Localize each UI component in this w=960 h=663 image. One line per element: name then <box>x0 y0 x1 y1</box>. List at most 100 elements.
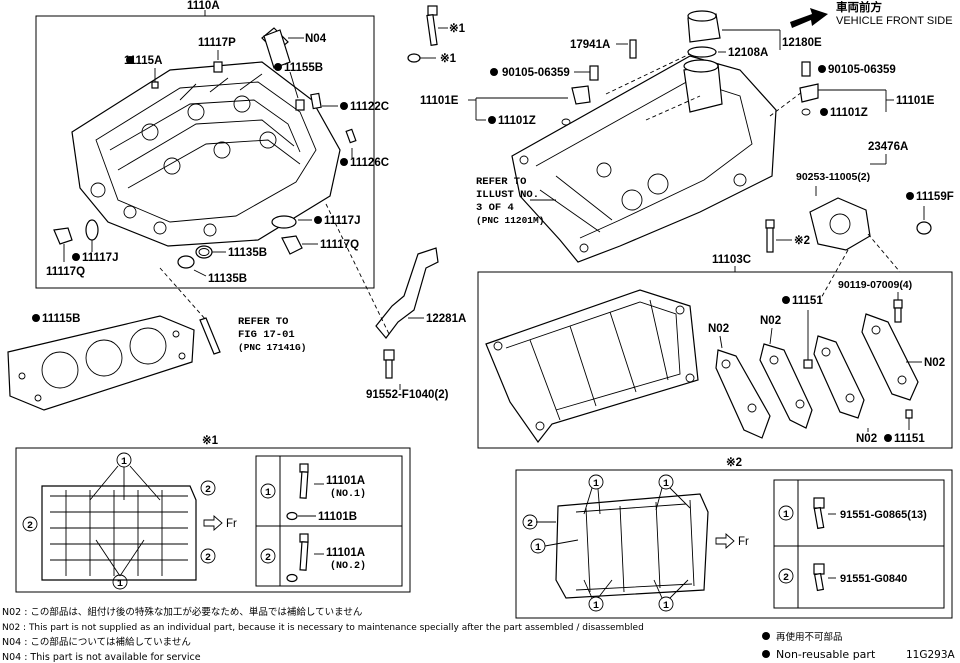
inset1-callout-2b: 2 <box>27 521 33 532</box>
label-90119: 90119-07009(4) <box>838 279 912 291</box>
non-reusable-icon <box>782 296 790 304</box>
inset2-callout-1d: 1 <box>593 601 599 612</box>
inset1-box <box>15 447 411 593</box>
camshaft-housing-part <box>485 289 699 444</box>
inset2-callout-1c: 1 <box>535 543 541 554</box>
camshaft-housing-box <box>477 271 953 449</box>
non-reusable-icon <box>314 216 322 224</box>
label-11135B-a: 11135B <box>228 247 267 259</box>
label-90105-b: 90105-06359 <box>828 64 896 76</box>
inset1-row1-washer: 11101B <box>318 511 357 523</box>
ref-fig-line2: FIG 17-01 <box>238 329 295 341</box>
label-11151-a: 11151 <box>792 295 823 307</box>
inset1-row1-sub: (NO.1) <box>330 488 366 500</box>
inset1-row2-part: 11101A <box>326 547 365 559</box>
label-1110A: 1110A <box>187 0 220 12</box>
note-N04-jp: N04 : この部品については補給していません <box>2 636 191 648</box>
cylinder-head-cover-part <box>511 55 777 263</box>
label-N02-d: N02 <box>856 433 877 445</box>
non-reusable-icon <box>762 650 770 658</box>
non-reusable-icon <box>884 434 892 442</box>
non-reusable-icon <box>820 108 828 116</box>
inset1-row2-sub: (NO.2) <box>330 560 366 572</box>
bolt-icon <box>299 463 309 473</box>
inset1-callout-1: 1 <box>121 457 127 468</box>
fr-arrow-icon <box>203 515 223 531</box>
bracket-12281A <box>375 247 439 339</box>
fr-arrow-icon <box>715 533 735 549</box>
ref-fig-line3: (PNC 17141G) <box>238 342 306 353</box>
bolt-icon <box>426 5 438 46</box>
label-11117Q-a: 11117Q <box>320 239 359 251</box>
label-90105-a: 90105-06359 <box>502 67 570 79</box>
label-mark1: ※1 <box>449 22 466 35</box>
label-12281A: 12281A <box>426 313 466 325</box>
fuel-pump-part <box>809 197 871 251</box>
note-N04-en: N04 : This part is not available for ser… <box>2 652 201 663</box>
inset2-fr: Fr <box>738 536 749 548</box>
label-11101Z-a: 11101Z <box>498 115 536 127</box>
ref-illust-line3: 3 OF 4 <box>476 202 514 214</box>
part-N04 <box>261 27 291 69</box>
label-91552: 91552-F1040(2) <box>366 389 449 401</box>
label-N04: N04 <box>305 33 327 45</box>
inset2-legend-table <box>773 479 945 609</box>
label-11115B: 11115B <box>42 313 80 325</box>
diagram-id: 11G293A <box>906 649 956 661</box>
washer-icon <box>286 573 298 583</box>
inset2-callout-1a: 1 <box>593 479 599 490</box>
inset1-legend-table <box>255 455 403 587</box>
head-gasket-part <box>7 315 195 411</box>
bolt-icon <box>299 533 309 543</box>
bolt-icon <box>813 497 825 509</box>
label-11117Q-b: 11117Q <box>46 266 85 278</box>
camshaft-cap-part <box>715 313 919 439</box>
inset2-callout-1e: 1 <box>663 601 669 612</box>
label-11117J-b: 11117J <box>82 252 118 264</box>
inset1-row1-num: 1 <box>265 488 271 499</box>
inset1-row1-part: 11101A <box>326 475 365 487</box>
direction-jp-label: 車両前方 <box>836 0 882 14</box>
label-11103C: 11103C <box>712 254 751 266</box>
inset1-callout-2a: 2 <box>205 485 211 496</box>
non-reusable-icon <box>818 65 826 73</box>
label-11101E-a: 11101E <box>420 95 459 107</box>
non-reusable-icon <box>274 63 282 71</box>
label-11155B: 11155B <box>284 62 323 74</box>
cylinder-head-part <box>71 61 341 247</box>
non-reusable-icon <box>32 314 40 322</box>
label-mark2: ※2 <box>794 234 810 247</box>
label-12180E: 12180E <box>782 37 822 49</box>
label-11151-b: 11151 <box>894 433 925 445</box>
inset2-row1-part: 91551-G0865(13) <box>840 509 927 521</box>
non-reusable-icon <box>126 56 134 64</box>
washer-icon <box>407 53 421 63</box>
label-N02-c: N02 <box>924 357 945 369</box>
label-11122C: 11122C <box>350 101 389 113</box>
non-reusable-icon <box>72 253 80 261</box>
bolt-icon <box>813 563 825 575</box>
label-11117J-a: 11117J <box>324 215 360 227</box>
non-reusable-icon <box>340 158 348 166</box>
label-12108A: 12108A <box>728 47 768 59</box>
stud-icon <box>199 317 221 355</box>
inset1-row2-num: 2 <box>265 553 271 564</box>
label-11117P: 11117P <box>198 37 236 49</box>
inset2-title: ※2 <box>726 456 742 469</box>
inset2-row2-num: 2 <box>783 573 789 584</box>
legend-en: Non-reusable part <box>776 648 876 661</box>
label-mark1b: ※1 <box>440 52 457 65</box>
inset2-callout-1b: 1 <box>663 479 669 490</box>
inset1-callout-1b: 1 <box>117 579 123 590</box>
part-11117P <box>213 61 223 73</box>
ref-illust-line2: ILLUST NO. <box>476 189 539 201</box>
label-11115A: 11115A <box>124 55 162 67</box>
direction-en-label: VEHICLE FRONT SIDE <box>836 15 953 27</box>
legend-jp: 再使用不可部品 <box>776 631 843 643</box>
label-11101Z-b: 11101Z <box>830 107 868 119</box>
washer-icon <box>286 511 298 521</box>
label-11126C: 11126C <box>350 157 389 169</box>
ref-illust-line4: (PNC 11201M) <box>476 215 544 226</box>
